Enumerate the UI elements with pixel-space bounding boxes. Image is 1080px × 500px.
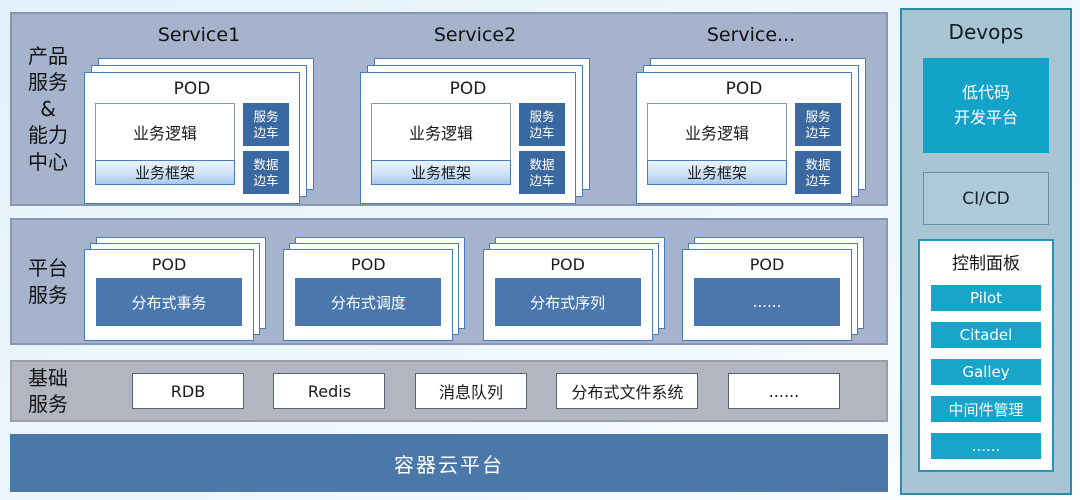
sidecar-column: 服务 边车 数据 边车	[243, 103, 289, 194]
citadel-item: Citadel	[931, 322, 1041, 348]
service-groups: Service1 POD 业务逻辑 业务框架 服务 边车	[84, 14, 886, 204]
service-sidecar-box: 服务 边车	[519, 103, 565, 146]
section-label-basic: 基础 服务	[28, 365, 68, 416]
more-basic-box: ......	[727, 373, 840, 409]
low-code-platform-box: 低代码 开发平台	[923, 58, 1049, 153]
more-control-item: ......	[931, 433, 1041, 459]
section-label-products: 产品 服务 & 能力 中心	[28, 44, 68, 174]
logic-column: 业务逻辑 业务框架	[371, 103, 511, 194]
pod-label: POD	[725, 79, 763, 99]
service-title: Service1	[157, 24, 241, 46]
pod-label: POD	[151, 255, 187, 274]
business-logic-box: 业务逻辑	[95, 103, 235, 161]
service-sidecar-box: 服务 边车	[243, 103, 289, 146]
business-framework-bar: 业务框架	[647, 160, 787, 185]
service-title: Service...	[706, 24, 796, 46]
pod-stack: POD 业务逻辑 业务框架 服务 边车 数据 边车	[84, 54, 314, 204]
sidecar-column: 服务 边车 数据 边车	[519, 103, 565, 194]
distributed-sequence-box: 分布式序列	[494, 278, 641, 326]
logic-column: 业务逻辑 业务框架	[647, 103, 787, 194]
control-panel-title: 控制面板	[952, 254, 1020, 274]
pod-label: POD	[351, 255, 386, 274]
platform-pod-stack-1: POD 分布式事务	[84, 228, 268, 343]
business-logic-box: 业务逻辑	[371, 103, 511, 161]
data-sidecar-box: 数据 边车	[243, 151, 289, 194]
data-sidecar-box: 数据 边车	[519, 151, 565, 194]
pod-label: POD	[173, 79, 211, 99]
distributed-file-system-box: 分布式文件系统	[556, 373, 699, 409]
pod-card: POD 分布式事务	[84, 249, 254, 341]
section-label-platform: 平台 服务	[28, 256, 68, 307]
more-services-box: ......	[693, 278, 840, 326]
pod-body: 业务逻辑 业务框架 服务 边车 数据 边车	[85, 103, 299, 194]
service-title: Service2	[433, 24, 517, 46]
pod-card: POD 业务逻辑 业务框架 服务 边车 数据 边车	[636, 72, 852, 204]
platform-pod-stacks: POD 分布式事务 POD 分布式调度 POD 分布式序列	[84, 220, 886, 343]
service-group-3: Service... POD 业务逻辑 业务框架 服务 边车	[636, 18, 866, 204]
middleware-management-item: 中间件管理	[931, 396, 1041, 422]
pod-card: POD 业务逻辑 业务框架 服务 边车 数据 边车	[360, 72, 576, 204]
platform-pod-stack-2: POD 分布式调度	[283, 228, 467, 343]
section-product-services: 产品 服务 & 能力 中心 Service1 POD 业务逻辑 业务框架	[10, 12, 888, 206]
pod-body: 业务逻辑 业务框架 服务 边车 数据 边车	[361, 103, 575, 194]
redis-box: Redis	[273, 373, 386, 409]
service-group-2: Service2 POD 业务逻辑 业务框架 服务 边车	[360, 18, 590, 204]
pod-body: 业务逻辑 业务框架 服务 边车 数据 边车	[637, 103, 851, 194]
pod-label: POD	[449, 79, 487, 99]
control-panel: 控制面板 Pilot Citadel Galley 中间件管理 ......	[918, 239, 1054, 472]
pod-stack: POD 业务逻辑 业务框架 服务 边车 数据 边车	[360, 54, 590, 204]
service-group-1: Service1 POD 业务逻辑 业务框架 服务 边车	[84, 18, 314, 204]
basic-service-items: RDB Redis 消息队列 分布式文件系统 ......	[84, 362, 886, 420]
devops-column: Devops 低代码 开发平台 CI/CD 控制面板 Pilot Citadel…	[900, 8, 1072, 495]
devops-title: Devops	[948, 20, 1024, 44]
galley-item: Galley	[931, 359, 1041, 385]
distributed-scheduler-box: 分布式调度	[295, 278, 442, 326]
pod-label: POD	[550, 255, 585, 274]
section-platform-services: 平台 服务 POD 分布式事务 POD 分布式调度	[10, 218, 888, 345]
platform-pod-stack-3: POD 分布式序列	[482, 228, 667, 343]
pod-label: POD	[749, 255, 785, 274]
logic-column: 业务逻辑 业务框架	[95, 103, 235, 194]
message-queue-box: 消息队列	[414, 373, 527, 409]
pod-stack: POD 业务逻辑 业务框架 服务 边车 数据 边车	[636, 54, 866, 204]
distributed-transaction-box: 分布式事务	[96, 278, 242, 326]
pod-card: POD ......	[681, 249, 852, 341]
pod-card: POD 业务逻辑 业务框架 服务 边车 数据 边车	[84, 72, 300, 204]
business-logic-box: 业务逻辑	[647, 103, 787, 161]
business-framework-bar: 业务框架	[371, 160, 511, 185]
cicd-box: CI/CD	[923, 172, 1049, 225]
business-framework-bar: 业务框架	[95, 160, 235, 185]
sidecar-column: 服务 边车 数据 边车	[795, 103, 841, 194]
pod-card: POD 分布式序列	[482, 249, 653, 341]
pod-card: POD 分布式调度	[283, 249, 454, 341]
service-sidecar-box: 服务 边车	[795, 103, 841, 146]
platform-pod-stack-4: POD ......	[681, 228, 866, 343]
data-sidecar-box: 数据 边车	[795, 151, 841, 194]
pilot-item: Pilot	[931, 285, 1041, 311]
section-basic-services: 基础 服务 RDB Redis 消息队列 分布式文件系统 ......	[10, 360, 888, 422]
container-cloud-platform-bar: 容器云平台	[10, 434, 888, 492]
rdb-box: RDB	[132, 373, 244, 409]
